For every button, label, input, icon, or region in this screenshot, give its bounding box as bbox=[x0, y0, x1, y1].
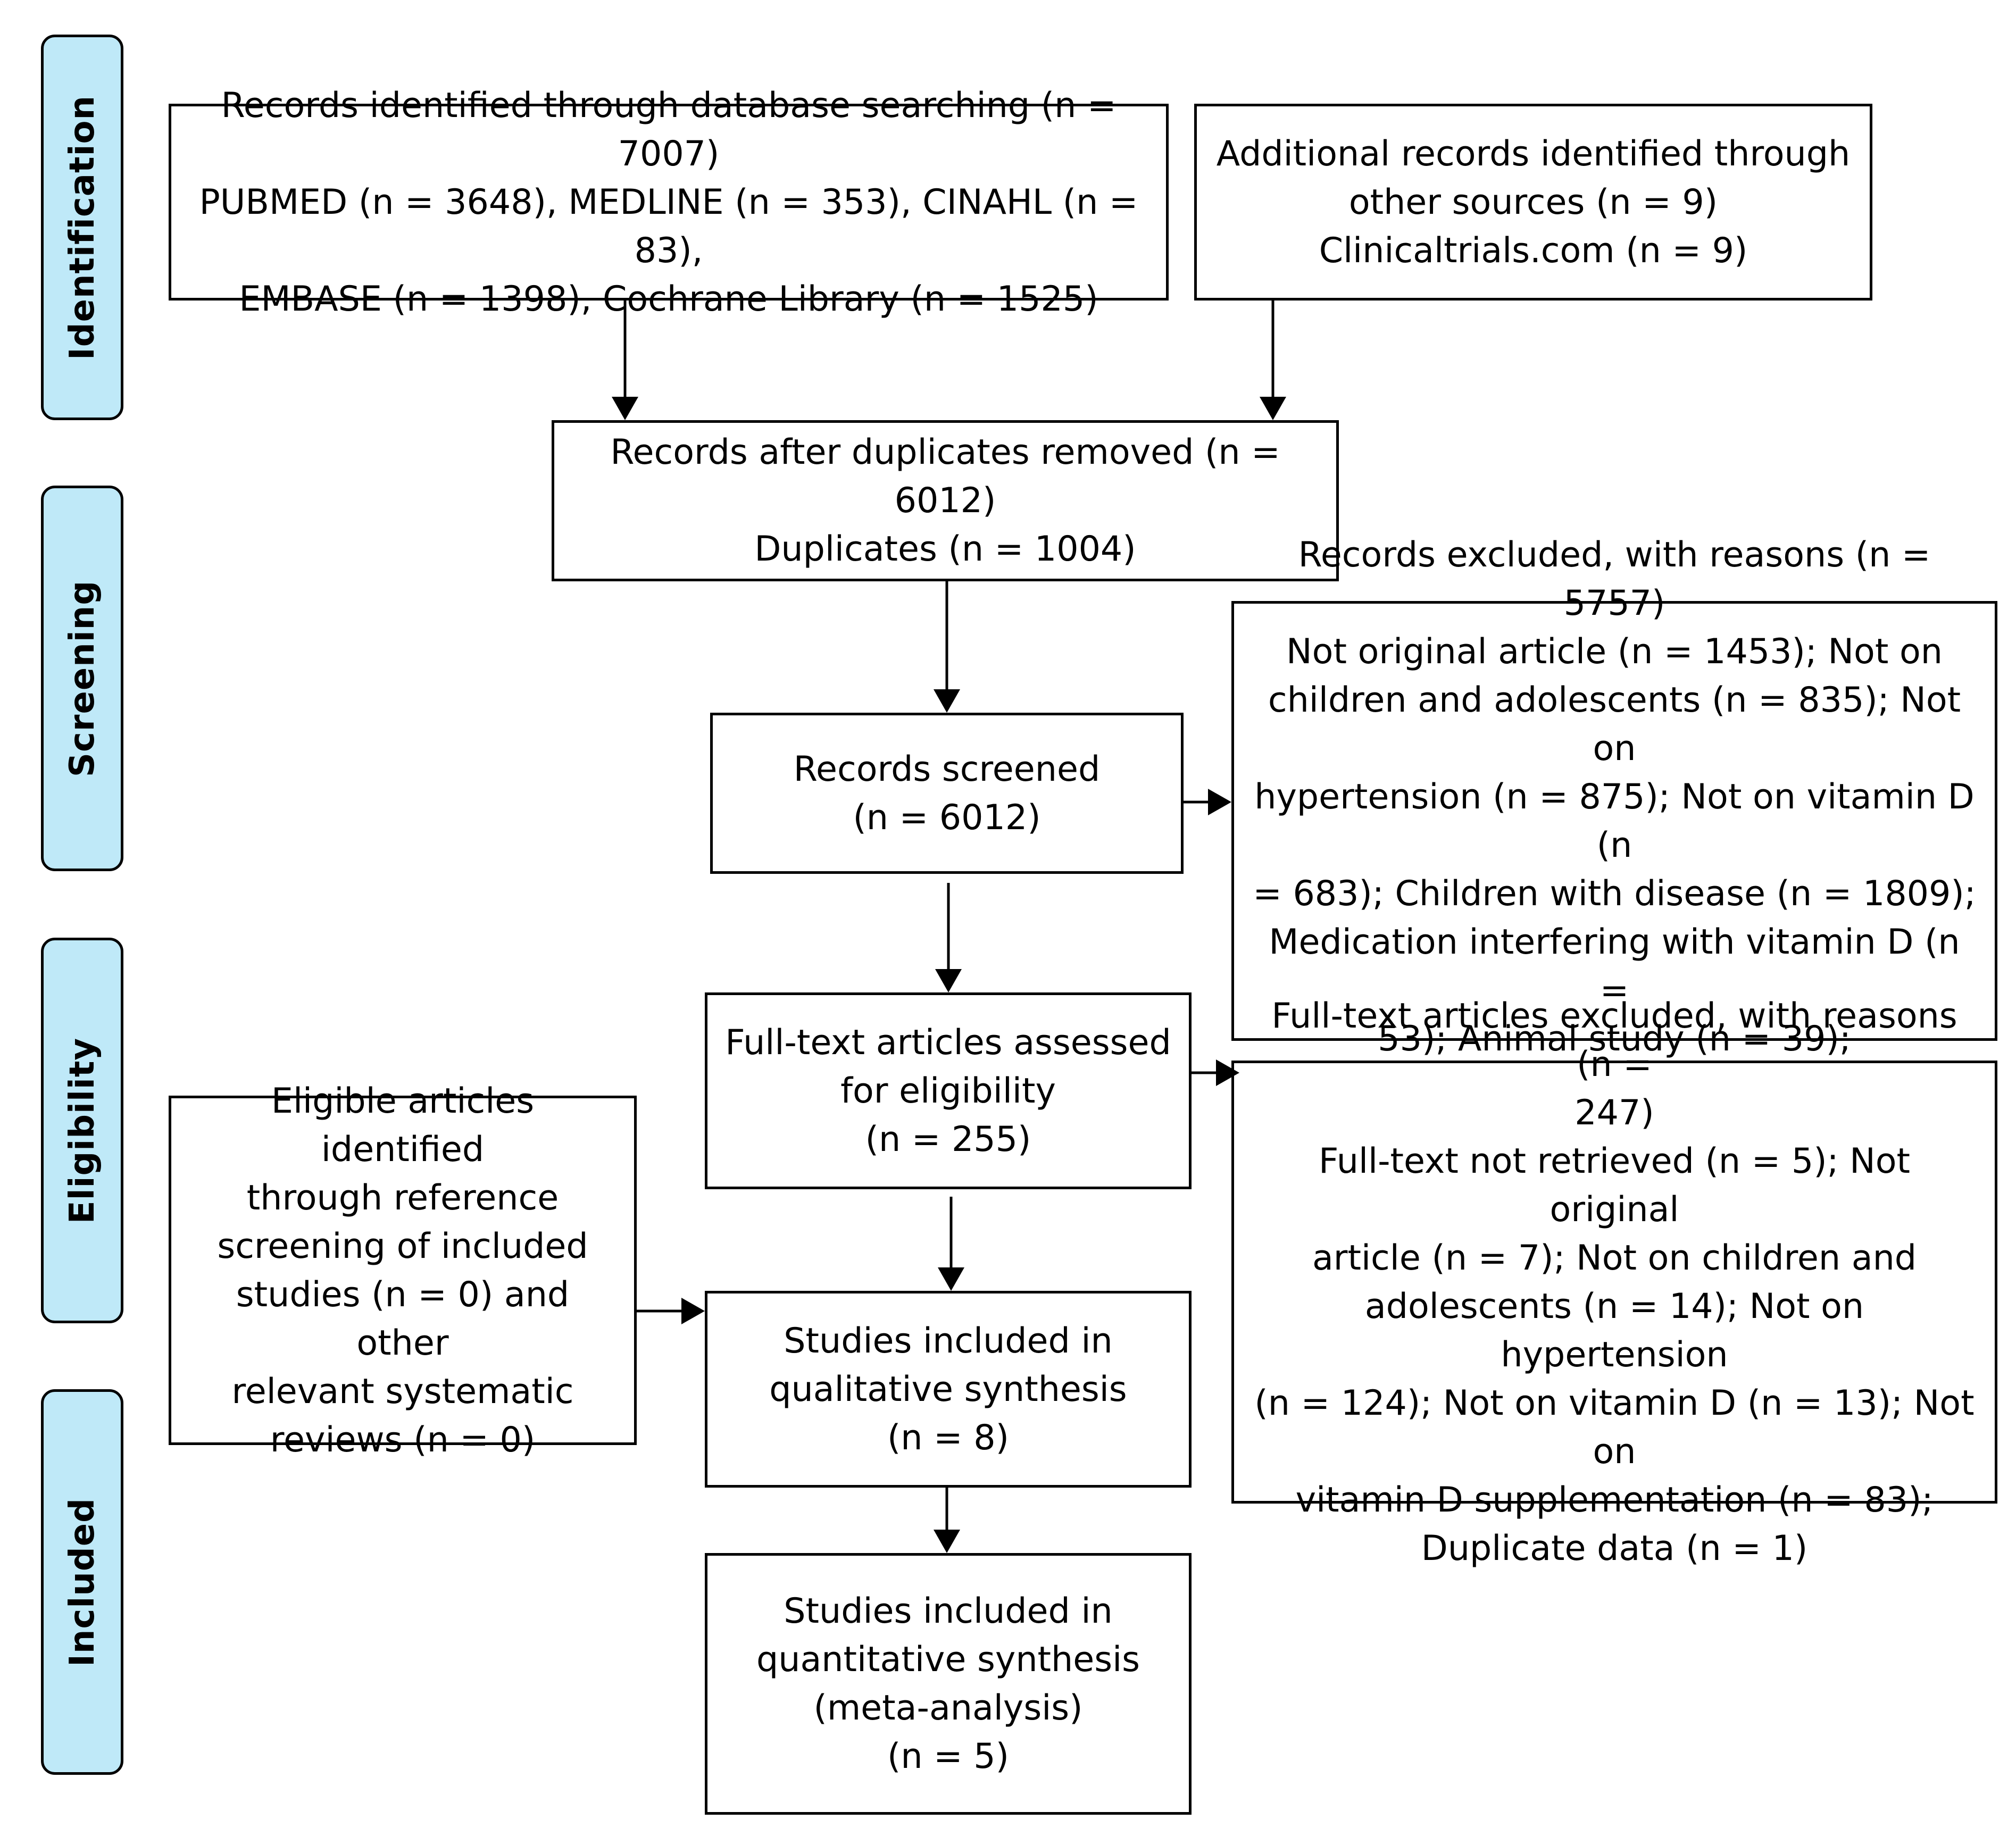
fulltext-assessed-text: Full-text articles assessed for eligibil… bbox=[725, 1022, 1171, 1159]
records-excluded-box: Records excluded, with reasons (n = 5757… bbox=[1231, 535, 1997, 1107]
phase-identification: Identification bbox=[41, 35, 123, 420]
phase-screening: Screening bbox=[41, 486, 123, 871]
fulltext-assessed-box: Full-text articles assessed for eligibil… bbox=[705, 992, 1192, 1189]
records-screened-text: Records screened (n = 6012) bbox=[793, 749, 1101, 838]
additional-records-box: Additional records identified through ot… bbox=[1194, 104, 1872, 301]
after-duplicates-text: Records after duplicates removed (n = 60… bbox=[610, 432, 1280, 569]
arrowhead-quantitative bbox=[934, 1530, 960, 1553]
arrowhead-screened bbox=[934, 689, 960, 713]
quantitative-synthesis-box: Studies included in quantitative synthes… bbox=[705, 1553, 1192, 1815]
reference-screening-text: Eligible articles identified through ref… bbox=[217, 1081, 588, 1460]
records-excluded-text: Records excluded, with reasons (n = 5757… bbox=[1253, 535, 1976, 1107]
additional-records-text: Additional records identified through ot… bbox=[1216, 133, 1851, 271]
records-identified-box: Records identified through database sear… bbox=[169, 86, 1169, 319]
fulltext-excluded-box: Full-text articles excluded, with reason… bbox=[1231, 996, 1997, 1568]
reference-screening-box: Eligible articles identified through ref… bbox=[169, 1081, 637, 1460]
arrowhead-additional bbox=[1260, 397, 1286, 420]
qualitative-synthesis-box: Studies included in qualitative synthesi… bbox=[705, 1291, 1192, 1488]
arrowhead-excluded bbox=[1208, 789, 1231, 815]
records-screened-box: Records screened (n = 6012) bbox=[710, 713, 1184, 874]
qualitative-synthesis-text: Studies included in qualitative synthesi… bbox=[769, 1321, 1127, 1458]
records-identified-text: Records identified through database sear… bbox=[199, 85, 1138, 319]
quantitative-synthesis-text: Studies included in quantitative synthes… bbox=[756, 1591, 1140, 1776]
arrowhead-identified bbox=[612, 397, 638, 420]
fulltext-excluded-text: Full-text articles excluded, with reason… bbox=[1254, 996, 1975, 1568]
phase-eligibility: Eligibility bbox=[41, 938, 123, 1323]
arrowhead-reference bbox=[681, 1298, 705, 1324]
arrowhead-fulltext bbox=[935, 969, 962, 992]
phase-included: Included bbox=[41, 1389, 123, 1775]
arrowhead-fulltext-excluded bbox=[1216, 1059, 1239, 1086]
arrowhead-qualitative bbox=[938, 1267, 964, 1291]
after-duplicates-box: Records after duplicates removed (n = 60… bbox=[552, 420, 1339, 581]
